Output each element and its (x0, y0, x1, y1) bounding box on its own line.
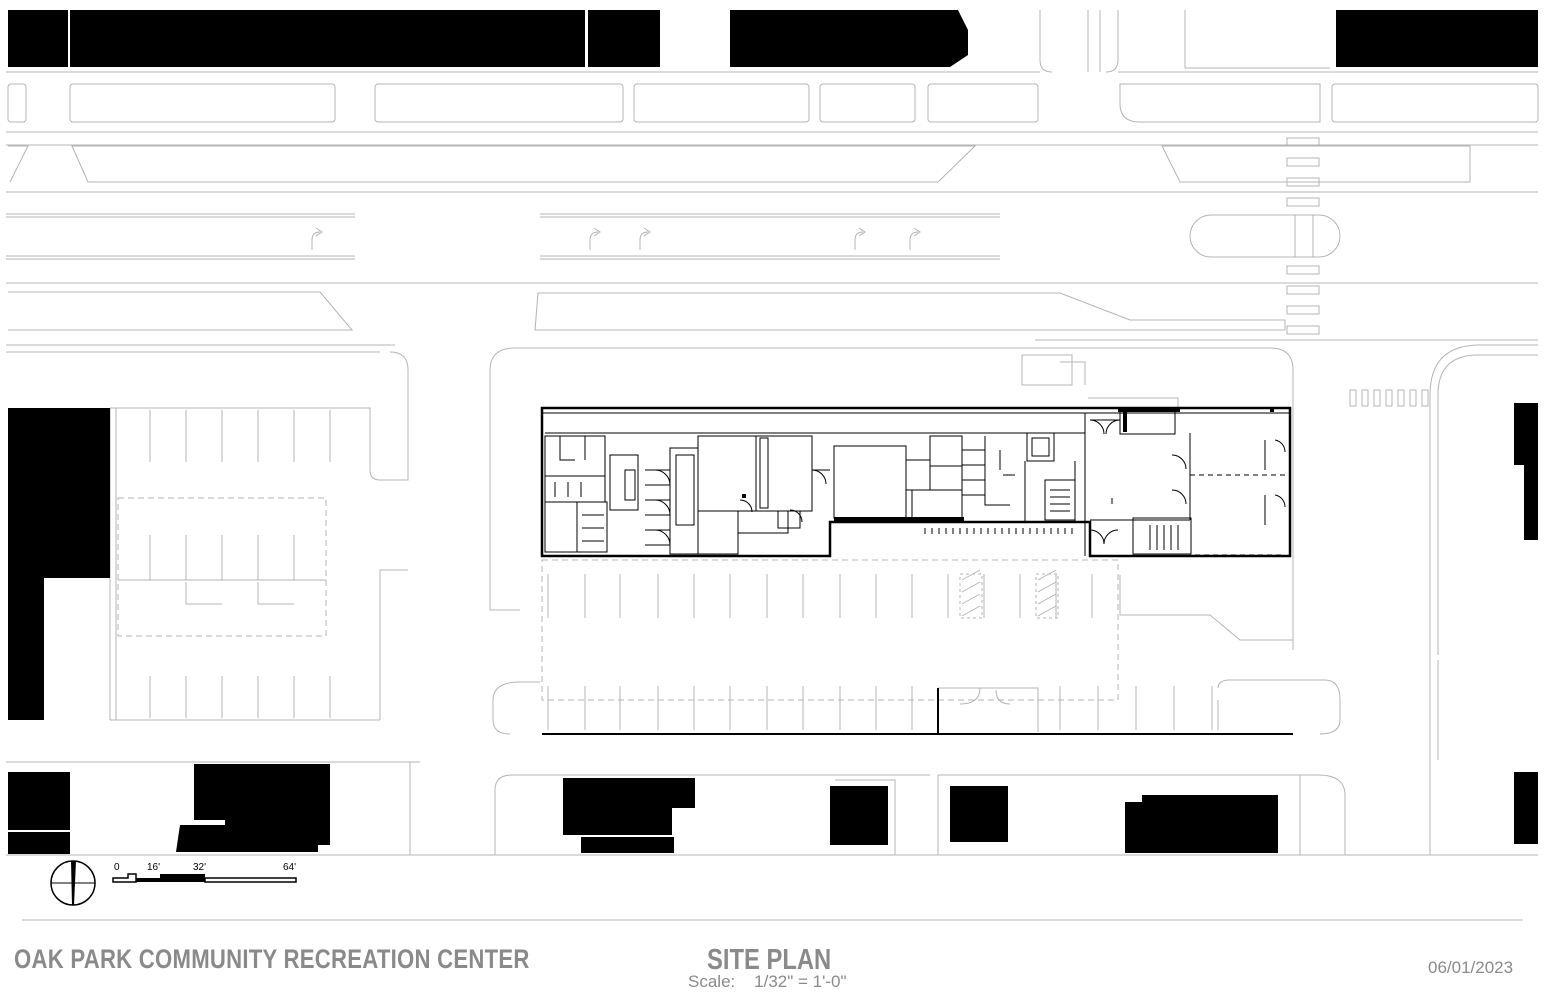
left-parking-lot (109, 351, 409, 721)
stair-and-elevator (1024, 432, 1076, 522)
scale-bar (112, 873, 297, 883)
neighboring-buildings (8, 10, 1538, 854)
turn-arrows (311, 227, 921, 250)
recreation-center-building (540, 406, 1292, 558)
main-parking-lot (541, 559, 1341, 735)
transformer-enclosure (542, 688, 1293, 735)
medians (8, 145, 1471, 331)
top-parking-bays (7, 10, 1539, 123)
gymnasium (833, 445, 963, 519)
streets (6, 10, 1538, 856)
crosswalks (1286, 137, 1429, 407)
office-stalls (645, 447, 699, 555)
program-rooms (697, 435, 830, 555)
lower-bays (494, 774, 1346, 855)
lobby-and-multipurpose (1084, 409, 1286, 556)
locker-rooms (544, 435, 639, 553)
north-arrow-icon (50, 860, 96, 906)
lane-lines (6, 213, 1000, 260)
loading-dock (924, 528, 1073, 534)
site-block (489, 347, 1294, 735)
restrooms (929, 435, 1015, 520)
